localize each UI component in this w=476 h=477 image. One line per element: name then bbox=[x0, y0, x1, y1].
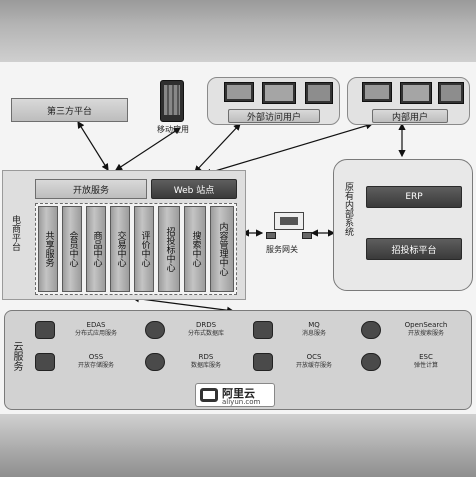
arrow-mobile-open bbox=[114, 127, 182, 171]
center-bidding: 招投标中心 bbox=[158, 206, 180, 292]
external-users-label: 外部访问用户 bbox=[246, 112, 301, 123]
center-trade: 交易中心 bbox=[110, 206, 130, 292]
third-party-label: 第三方平台 bbox=[46, 106, 92, 117]
mq-icon bbox=[253, 321, 273, 339]
external-users-box: 外部访问用户 bbox=[207, 77, 340, 125]
center-review: 评价中心 bbox=[134, 206, 154, 292]
service-rds: RDS 数据库服务 bbox=[145, 351, 245, 375]
oss-icon bbox=[35, 353, 55, 371]
erp-bar: ERP bbox=[366, 186, 462, 208]
internal-users-label: 内部用户 bbox=[391, 112, 428, 123]
ocs-icon bbox=[253, 353, 273, 371]
laptop-icon bbox=[305, 82, 333, 104]
monitor-icon bbox=[262, 82, 296, 104]
opensearch-icon bbox=[361, 321, 381, 339]
service-ocs: OCS 开放缓存服务 bbox=[253, 351, 349, 375]
service-edas: EDAS 分布式应用服务 bbox=[35, 319, 131, 343]
rds-icon bbox=[145, 353, 165, 371]
internal-users-label-bar: 内部用户 bbox=[372, 109, 448, 123]
connector-arrows bbox=[77, 120, 406, 314]
bidding-platform-bar: 招投标平台 bbox=[366, 238, 462, 260]
centers-container: 共享服务 会员中心 商品中心 交易中心 评价中心 招投标中心 搜索中心 内容管理… bbox=[35, 203, 237, 295]
arrow-external-web bbox=[194, 123, 241, 173]
open-service-label: 开放服务 bbox=[72, 185, 109, 196]
third-party-platform-box: 第三方平台 bbox=[11, 98, 128, 122]
center-search: 搜索中心 bbox=[184, 206, 206, 292]
aliyun-brand-icon bbox=[200, 388, 218, 402]
web-site-label: Web 站点 bbox=[173, 185, 215, 196]
bidding-platform-label: 招投标平台 bbox=[391, 245, 437, 256]
service-mq: MQ 消息服务 bbox=[253, 319, 349, 343]
erp-label: ERP bbox=[405, 192, 423, 202]
ecommerce-platform-label: 电商平台 bbox=[10, 215, 20, 251]
external-users-label-bar: 外部访问用户 bbox=[228, 109, 320, 123]
aliyun-brand-url: aliyun.com bbox=[222, 398, 261, 406]
internal-users-box: 内部用户 bbox=[347, 77, 470, 125]
laptop-icon bbox=[438, 82, 464, 104]
architecture-diagram: 第三方平台 移动应用 外部访问用户 内部用户 开放服务 Web 站点 电商平台 … bbox=[0, 62, 476, 414]
legacy-systems-box: 原有内部系统 ERP 招投标平台 bbox=[333, 159, 473, 291]
drds-icon bbox=[145, 321, 165, 339]
aliyun-logo: 阿里云 aliyun.com bbox=[195, 383, 275, 407]
service-gateway-label: 服务网关 bbox=[266, 245, 298, 254]
cloud-services-box: 云服务 EDAS 分布式应用服务 DRDS 分布式数据库 MQ 消息服务 Ope… bbox=[4, 310, 472, 410]
service-drds: DRDS 分布式数据库 bbox=[145, 319, 245, 343]
arrow-internal-web bbox=[203, 122, 374, 176]
blurred-top-strip bbox=[0, 0, 476, 62]
web-site-bar: Web 站点 bbox=[151, 179, 237, 199]
service-oss: OSS 开放存储服务 bbox=[35, 351, 131, 375]
gateway-icon bbox=[266, 212, 312, 240]
esc-icon bbox=[361, 353, 381, 371]
service-opensearch: OpenSearch 开放搜索服务 bbox=[361, 319, 467, 343]
center-product: 商品中心 bbox=[86, 206, 106, 292]
aliyun-brand-text: 阿里云 bbox=[222, 387, 255, 400]
arrow-thirdparty-open bbox=[77, 120, 109, 172]
open-service-bar: 开放服务 bbox=[35, 179, 147, 199]
arrow-platform-cloud bbox=[131, 295, 235, 314]
center-member: 会员中心 bbox=[62, 206, 82, 292]
blurred-bottom-strip bbox=[0, 414, 476, 477]
legacy-systems-label: 原有内部系统 bbox=[343, 182, 353, 236]
center-content-management: 内容管理中心 bbox=[210, 206, 234, 292]
cloud-services-label: 云服务 bbox=[11, 341, 22, 371]
laptop-icon bbox=[224, 82, 254, 102]
mobile-device-icon bbox=[160, 80, 184, 122]
mobile-screen bbox=[164, 85, 180, 115]
mobile-app-label: 移动应用 bbox=[157, 125, 189, 134]
ecommerce-platform-box: 开放服务 Web 站点 电商平台 共享服务 会员中心 商品中心 交易中心 评价中… bbox=[2, 170, 246, 300]
service-esc: ESC 弹性计算 bbox=[361, 351, 467, 375]
monitor-icon bbox=[400, 82, 432, 104]
edas-icon bbox=[35, 321, 55, 339]
center-shared-service: 共享服务 bbox=[38, 206, 58, 292]
laptop-icon bbox=[362, 82, 392, 102]
